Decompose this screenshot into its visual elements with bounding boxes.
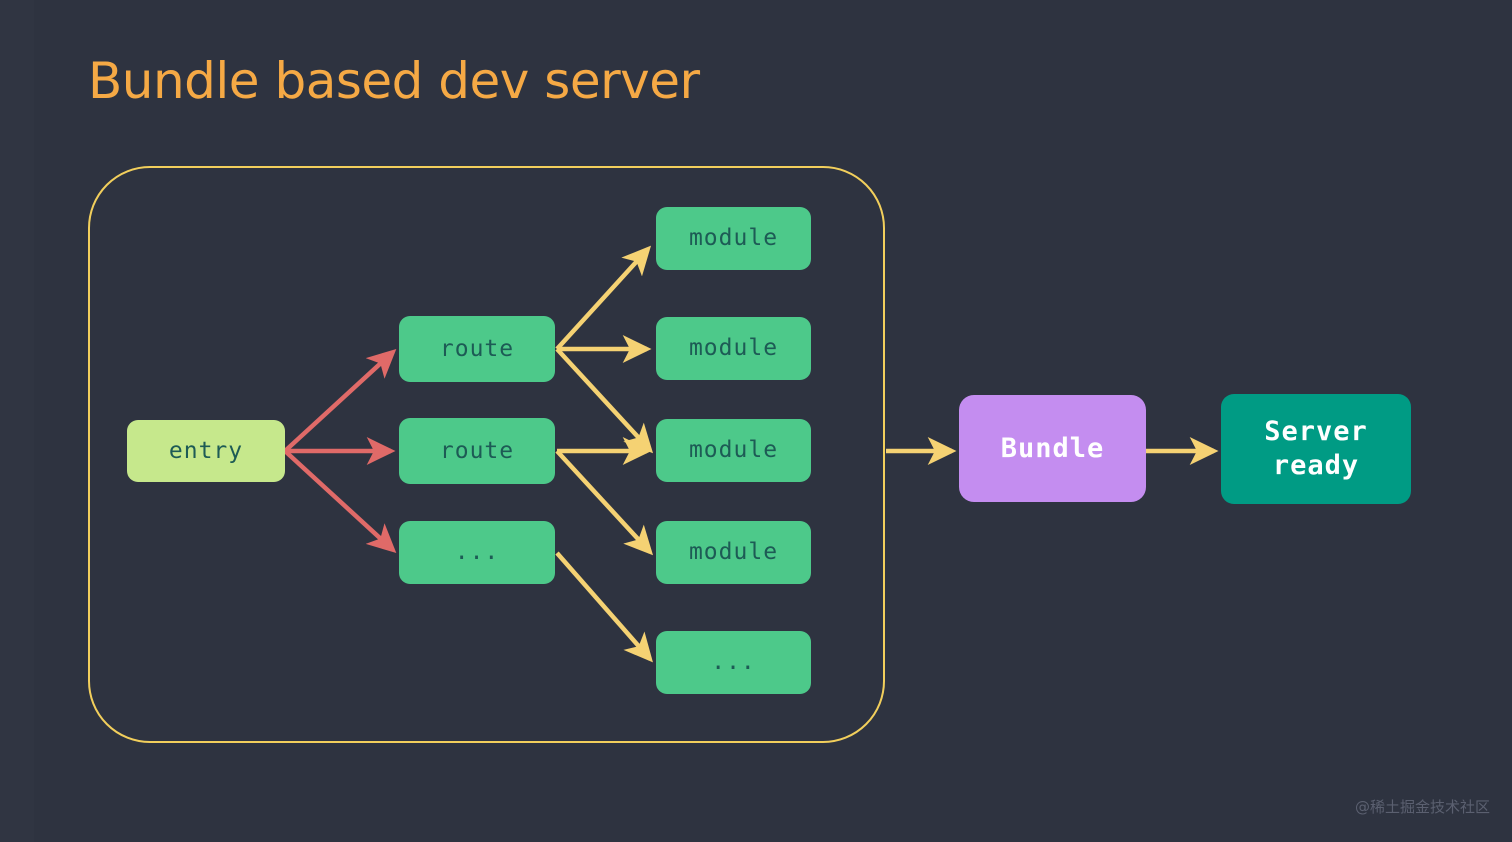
- node-route-1-label: route: [439, 335, 515, 362]
- node-route-more[interactable]: ...: [399, 521, 555, 584]
- node-module-2-label: module: [688, 335, 779, 362]
- node-module-more[interactable]: ...: [656, 631, 811, 694]
- node-bundle-label: Bundle: [1000, 432, 1105, 464]
- watermark: @稀土掘金技术社区: [1354, 798, 1490, 816]
- node-bundle[interactable]: Bundle: [959, 395, 1146, 502]
- node-entry[interactable]: entry: [127, 420, 285, 482]
- node-module-3-label: module: [688, 437, 779, 464]
- bundle-group-container: [88, 166, 885, 743]
- left-edge-strip: [0, 0, 34, 842]
- node-route-1[interactable]: route: [399, 316, 555, 382]
- node-module-4-label: module: [688, 539, 779, 566]
- node-route-more-label: ...: [454, 539, 500, 566]
- node-module-1-label: module: [688, 225, 779, 252]
- node-module-3[interactable]: module: [656, 419, 811, 482]
- page-title: Bundle based dev server: [88, 52, 700, 110]
- node-entry-label: entry: [168, 437, 244, 464]
- node-server-ready[interactable]: Server ready: [1221, 394, 1411, 504]
- node-route-2[interactable]: route: [399, 418, 555, 484]
- node-module-2[interactable]: module: [656, 317, 811, 380]
- node-route-2-label: route: [439, 437, 515, 464]
- node-module-4[interactable]: module: [656, 521, 811, 584]
- node-server-ready-label-line2: ready: [1272, 450, 1360, 481]
- node-module-more-label: ...: [711, 649, 756, 676]
- node-server-ready-label-line1: Server: [1264, 416, 1368, 448]
- node-module-1[interactable]: module: [656, 207, 811, 270]
